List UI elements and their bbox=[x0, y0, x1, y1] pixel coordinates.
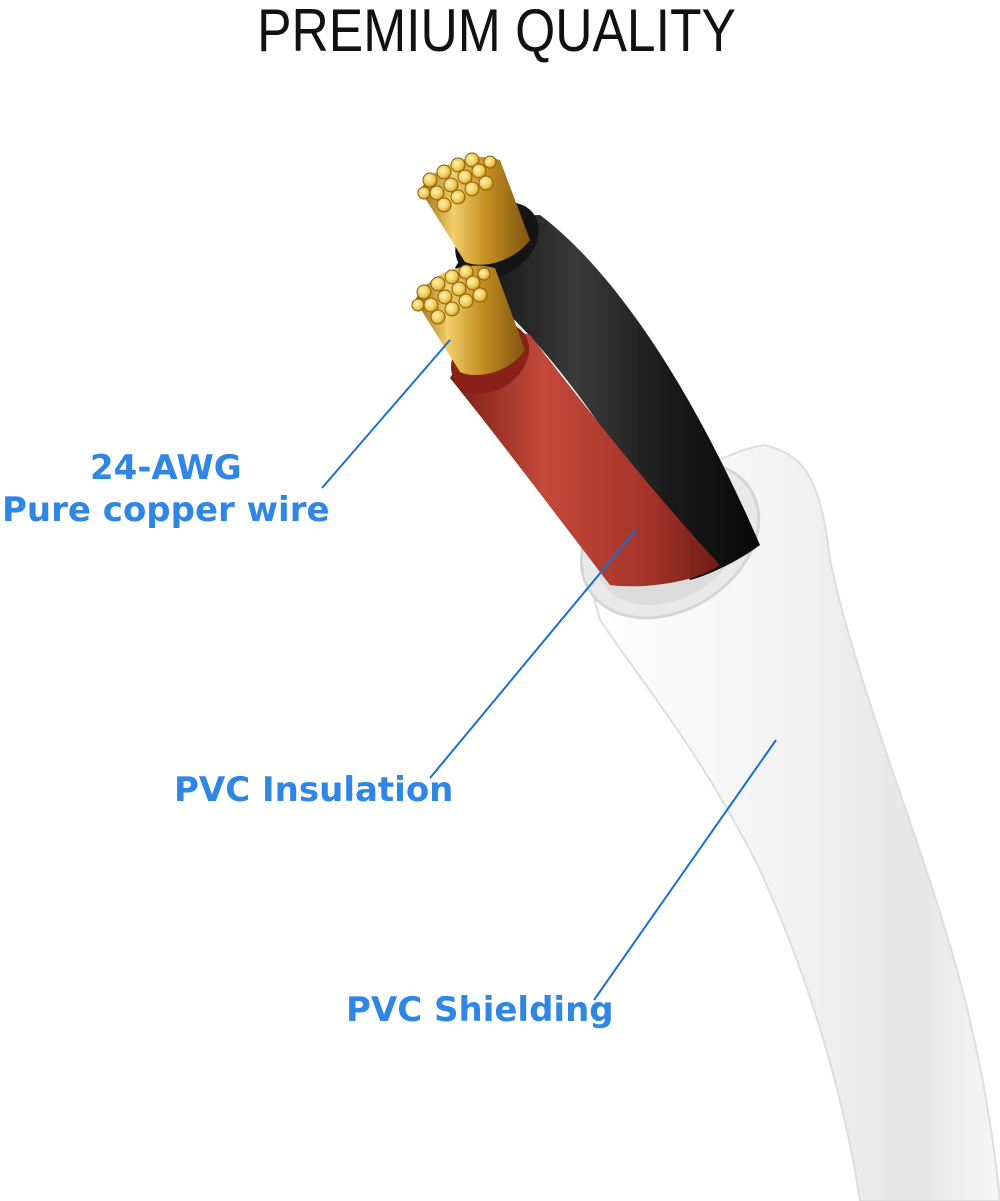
leader-line-copper bbox=[321, 339, 451, 489]
red-copper-strands bbox=[411, 264, 525, 376]
pvc-insulation-label: PVC Insulation bbox=[174, 770, 454, 810]
page-title: PREMIUM QUALITY bbox=[257, 0, 736, 64]
black-copper-strands bbox=[417, 152, 530, 265]
leader-line-insulation bbox=[429, 529, 637, 779]
copper-wire-gauge-label: 24-AWG bbox=[90, 448, 242, 488]
pvc-shielding-label: PVC Shielding bbox=[346, 990, 614, 1030]
copper-wire-label: Pure copper wire bbox=[2, 490, 330, 530]
leader-lines bbox=[321, 339, 777, 1001]
leader-line-shielding bbox=[593, 739, 777, 1001]
